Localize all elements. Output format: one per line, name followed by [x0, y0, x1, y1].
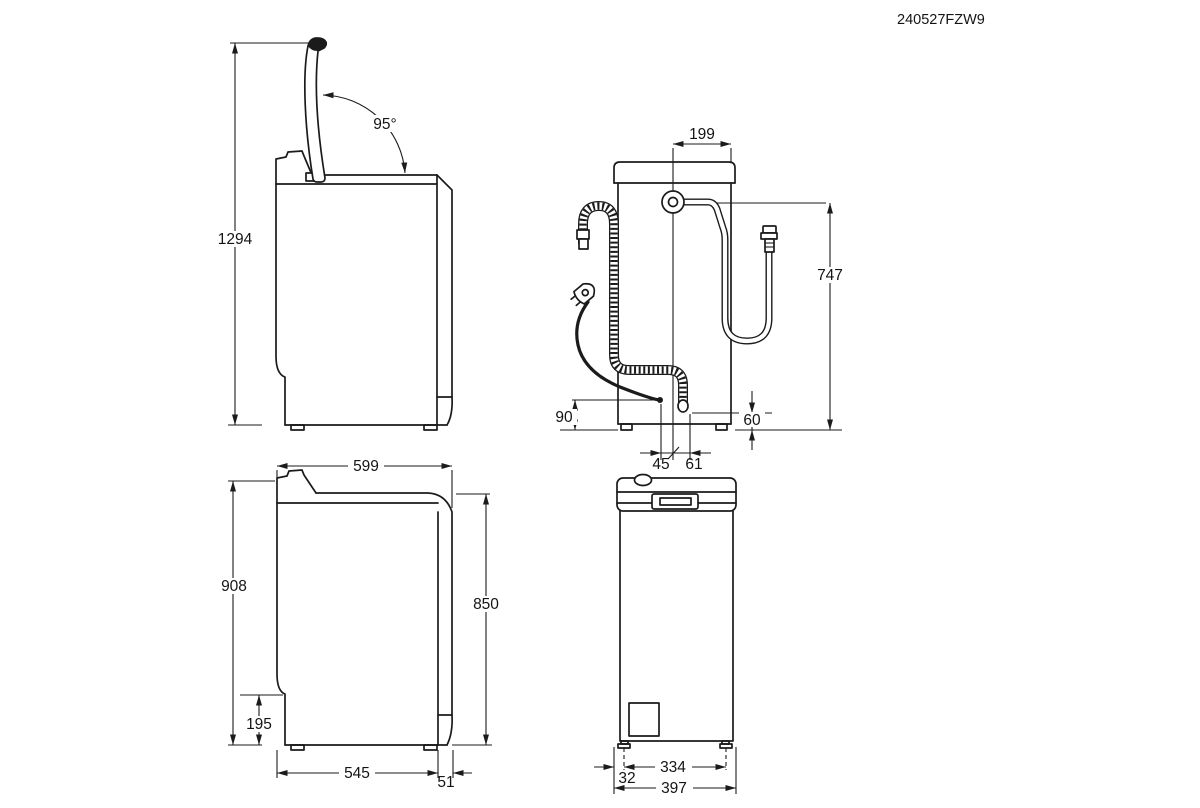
- dim-inlet-offset: 199: [689, 126, 715, 143]
- front-foot: [290, 744, 305, 751]
- machine-body-side-open: [275, 150, 453, 431]
- dim-lid-angle: 95°: [373, 116, 396, 133]
- dim-body-height: 850: [473, 596, 499, 613]
- open-lid: [304, 37, 328, 183]
- left-foot: [620, 423, 633, 431]
- dimension-labels: 1294 95° 199 747 90 60 45 61 599 908 850…: [216, 12, 985, 797]
- power-cord: [570, 282, 663, 403]
- lid-angle-arc: [322, 92, 408, 174]
- drawing-code: 240527FZW9: [897, 12, 985, 28]
- dim-depth: 599: [353, 458, 379, 475]
- front-view: [594, 473, 737, 794]
- side-view-lid-open: [228, 37, 453, 431]
- front-foot: [290, 424, 305, 431]
- dim-total-height-open: 1294: [218, 231, 253, 248]
- drain-hose-end-fitting: [576, 229, 590, 240]
- rear-foot: [423, 424, 438, 431]
- right-foot: [715, 423, 728, 431]
- drain-hose-outlet: [677, 399, 689, 413]
- drain-filter-door: [628, 702, 660, 737]
- dim-height-with-panel: 908: [221, 578, 247, 595]
- dim-cord-exit-height: 90: [555, 409, 573, 426]
- dim-cord-offset: 45: [652, 456, 669, 473]
- dim-drain-offset: 61: [685, 456, 702, 473]
- right-foot: [719, 740, 733, 749]
- power-plug: [570, 282, 596, 307]
- machine-body-front: [616, 473, 737, 749]
- machine-body-side-closed: [276, 469, 453, 751]
- dim-width: 397: [661, 780, 687, 797]
- water-inlet-valve: [661, 190, 685, 214]
- cord-exit-point: [657, 397, 663, 403]
- tap-connector: [762, 225, 777, 234]
- lid-handle-tip: [308, 38, 327, 51]
- program-knob: [633, 473, 653, 487]
- dim-inlet-hose-reach: 747: [817, 267, 843, 284]
- dim-base-depth: 545: [344, 765, 370, 782]
- left-foot: [617, 740, 631, 749]
- dim-feet-spacing: 334: [660, 759, 686, 776]
- dim-rear-clearance: 51: [437, 774, 454, 791]
- rear-view-hoses: [560, 141, 842, 460]
- rear-foot: [423, 744, 438, 751]
- inlet-hose: [682, 198, 778, 345]
- drain-hose: [576, 200, 689, 413]
- dim-foot-inset: 32: [618, 770, 635, 787]
- dim-drain-exit-height: 60: [743, 412, 761, 429]
- dim-base-recess-height: 195: [246, 716, 272, 733]
